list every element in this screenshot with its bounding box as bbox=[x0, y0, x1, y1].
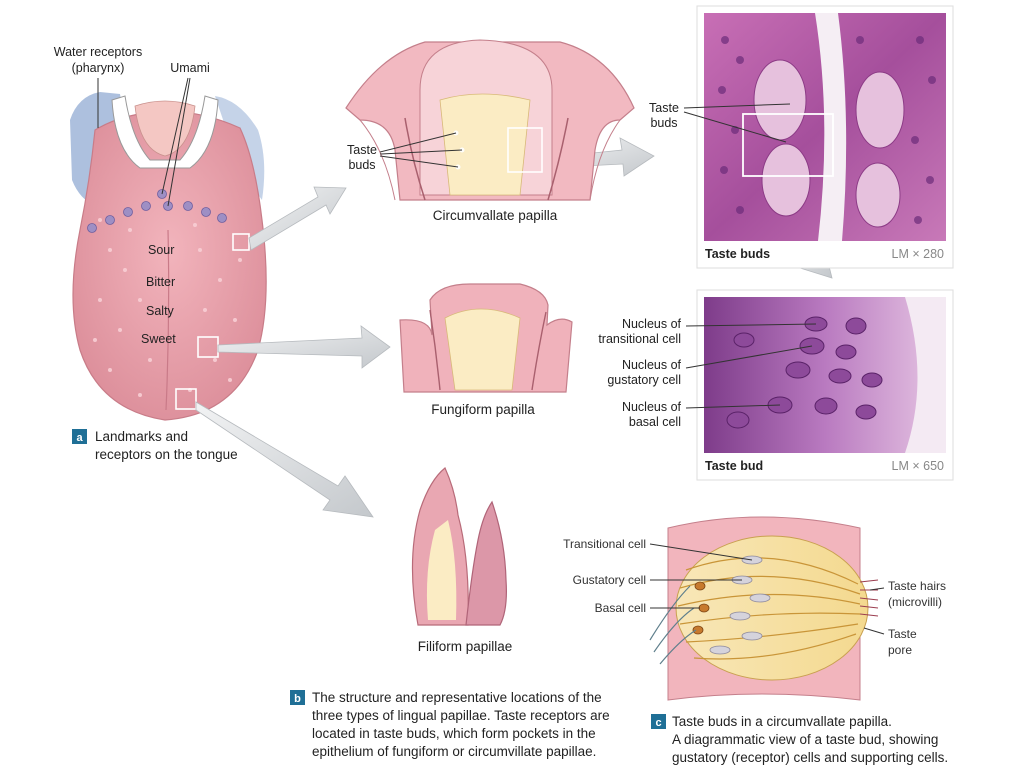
micrograph-gap bbox=[815, 13, 847, 241]
caption-b-line4: epithelium of fungiform or circumvillate… bbox=[312, 744, 596, 759]
leader-mt-2 bbox=[683, 111, 787, 143]
circumvallate-trench-right bbox=[547, 117, 569, 201]
leader-nt bbox=[685, 323, 817, 327]
leader-nb bbox=[685, 404, 781, 409]
micrograph-zoom-box bbox=[742, 113, 834, 177]
taste-hairs bbox=[859, 579, 879, 617]
tastebud-basal-nuclei bbox=[692, 581, 710, 635]
micrograph-top-caption: Taste buds bbox=[705, 247, 770, 261]
arrow-to-circumvallate bbox=[248, 186, 347, 251]
tastebud-diagram bbox=[649, 516, 879, 701]
circumvallate-core bbox=[439, 93, 531, 196]
label-taste-hairs: Taste hairs bbox=[888, 579, 946, 593]
badge-a-letter: a bbox=[76, 432, 83, 444]
label-basal-cell: Basal cell bbox=[595, 601, 646, 615]
label-taste-pore-2: pore bbox=[888, 643, 912, 657]
tastebud-nerves bbox=[649, 585, 697, 665]
label-nucleus-basal-1: Nucleus of bbox=[622, 400, 682, 414]
circumvallate-label-buds: buds bbox=[348, 158, 375, 172]
epiglottis bbox=[111, 95, 219, 169]
label-salty: Salty bbox=[146, 304, 175, 318]
leader-cv-2 bbox=[379, 149, 463, 155]
circumvallate-title: Circumvallate papilla bbox=[433, 208, 558, 223]
badge-a bbox=[72, 429, 87, 444]
micrograph-label-taste: Taste bbox=[649, 101, 679, 115]
leader-th bbox=[869, 587, 885, 591]
papillae-texture bbox=[93, 218, 242, 397]
label-bitter: Bitter bbox=[146, 275, 175, 289]
micrograph-top-mag: LM × 280 bbox=[892, 247, 945, 261]
arrow-to-filiform bbox=[195, 401, 374, 518]
circumvallate-trench-left bbox=[404, 117, 426, 201]
label-nucleus-transitional-1: Nucleus of bbox=[622, 317, 682, 331]
badge-c bbox=[651, 714, 666, 729]
leader-tc bbox=[649, 543, 753, 561]
label-sour: Sour bbox=[148, 243, 174, 257]
label-gustatory-cell: Gustatory cell bbox=[573, 573, 646, 587]
leader-cv-3 bbox=[379, 155, 459, 168]
label-umami: Umami bbox=[170, 61, 210, 75]
label-nucleus-transitional-2: transitional cell bbox=[598, 332, 681, 346]
fungiform-trench-right bbox=[531, 311, 547, 391]
arrow-to-fungiform bbox=[217, 325, 391, 369]
filiform-right bbox=[465, 500, 507, 626]
leader-ng bbox=[685, 345, 813, 369]
leader-umami-2 bbox=[167, 77, 191, 207]
label-nucleus-basal-2: basal cell bbox=[629, 415, 681, 429]
filiform-title: Filiform papillae bbox=[418, 639, 513, 654]
tastebud-nuclei bbox=[709, 555, 771, 655]
leader-cv-1 bbox=[379, 132, 457, 153]
micrograph-bottom-caption: Taste bud bbox=[705, 459, 763, 473]
fungiform-trench-left bbox=[429, 309, 441, 391]
caption-b-line2: three types of lingual papillae. Taste r… bbox=[312, 708, 610, 723]
badge-b-letter: b bbox=[294, 693, 301, 705]
caption-c-line1: Taste buds in a circumvallate papilla. bbox=[672, 714, 892, 729]
label-pharynx: (pharynx) bbox=[72, 61, 125, 75]
circumvallate-sample-box bbox=[507, 127, 543, 173]
fungiform-papilla bbox=[399, 283, 573, 393]
label-taste-pore-1: Taste bbox=[888, 627, 917, 641]
micrograph-buds bbox=[753, 59, 905, 228]
filiform-papillae bbox=[411, 467, 507, 626]
tongue-illustration bbox=[70, 92, 267, 421]
micrograph-taste-bud: Taste bud LM × 650 bbox=[696, 289, 954, 481]
label-nucleus-gustatory-1: Nucleus of bbox=[622, 358, 682, 372]
caption-c-line2: A diagrammatic view of a taste bud, show… bbox=[672, 732, 938, 747]
micrograph-taste-buds: Taste buds LM × 280 bbox=[696, 5, 954, 269]
micrograph-bottom-mag: LM × 650 bbox=[892, 459, 945, 473]
leader-umami-1 bbox=[161, 77, 189, 195]
micrograph-edge bbox=[905, 297, 946, 453]
micrograph-nuclei bbox=[718, 36, 936, 224]
badge-c-letter: c bbox=[655, 717, 661, 729]
fungiform-core bbox=[444, 308, 521, 391]
caption-b-line3: located in taste buds, which form pocket… bbox=[312, 726, 596, 741]
circumvallate-label-taste: Taste bbox=[347, 143, 377, 157]
leader-mt-1 bbox=[683, 103, 791, 109]
micrograph-label-buds: buds bbox=[650, 116, 677, 130]
label-water-receptors: Water receptors bbox=[54, 45, 142, 59]
caption-a-line2: receptors on the tongue bbox=[95, 447, 238, 462]
label-microvilli: (microvilli) bbox=[888, 595, 942, 609]
label-transitional-cell: Transitional cell bbox=[563, 537, 646, 551]
tastebud-cells bbox=[677, 557, 861, 660]
sample-box-filiform bbox=[175, 388, 197, 410]
leader-tp bbox=[863, 627, 885, 635]
circumvallate-papilla bbox=[345, 39, 635, 201]
caption-c-line3: gustatory (receptor) cells and supportin… bbox=[672, 750, 948, 765]
badge-b bbox=[290, 690, 305, 705]
filiform-left-core bbox=[426, 520, 457, 620]
circumvallate-fold-right bbox=[589, 119, 621, 201]
label-sweet: Sweet bbox=[141, 332, 176, 346]
label-nucleus-gustatory-2: gustatory cell bbox=[607, 373, 681, 387]
caption-b-line1: The structure and representative locatio… bbox=[312, 690, 602, 705]
sample-box-circumvallate bbox=[232, 233, 250, 251]
median-sulcus bbox=[165, 229, 170, 411]
fungiform-title: Fungiform papilla bbox=[431, 402, 535, 417]
circumvallate-fold-left bbox=[359, 119, 396, 201]
caption-a-line1: Landmarks and bbox=[95, 429, 188, 444]
